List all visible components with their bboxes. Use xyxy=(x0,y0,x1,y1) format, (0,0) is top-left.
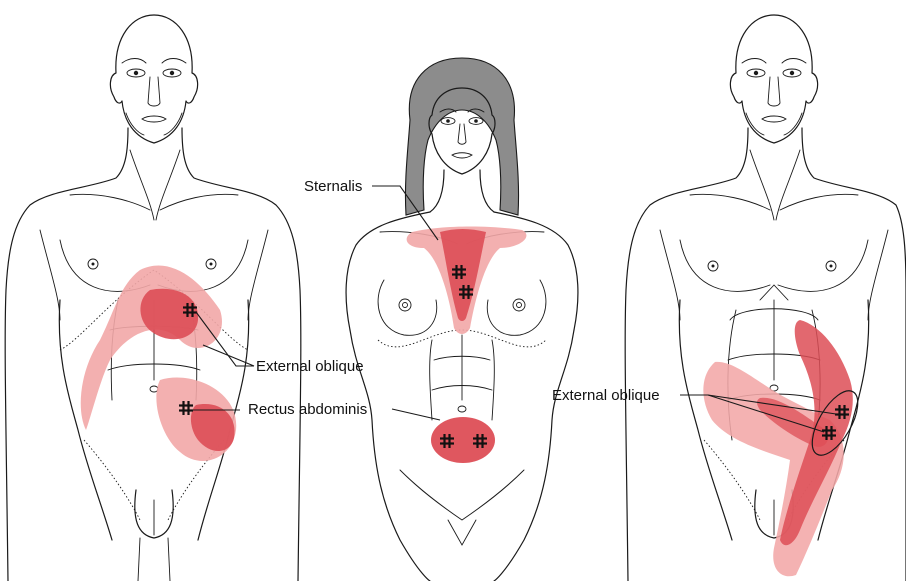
pain-zone-right xyxy=(703,320,852,576)
pain-zone-left xyxy=(81,266,236,461)
sternalis-label: Sternalis xyxy=(304,178,362,195)
external-oblique-label-right: External oblique xyxy=(552,387,660,404)
external-oblique-label-center: External oblique xyxy=(256,358,364,375)
rectus-abdominis-label: Rectus abdominis xyxy=(248,401,367,418)
left-head xyxy=(110,15,197,143)
right-head xyxy=(730,15,817,143)
pain-zone-center xyxy=(407,226,527,463)
figure-right-male xyxy=(625,128,906,581)
figure-left-male xyxy=(5,128,301,581)
